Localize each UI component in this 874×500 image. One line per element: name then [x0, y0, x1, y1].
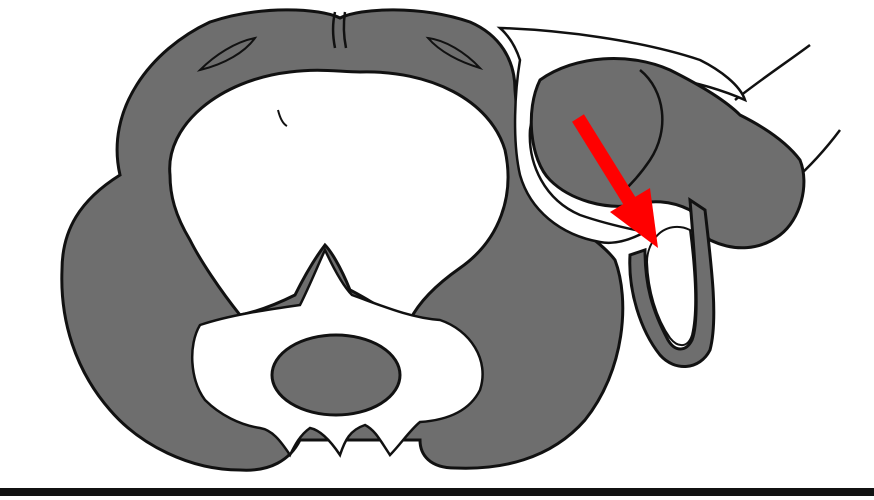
table-edge-line	[0, 488, 874, 496]
rectum	[272, 335, 400, 415]
